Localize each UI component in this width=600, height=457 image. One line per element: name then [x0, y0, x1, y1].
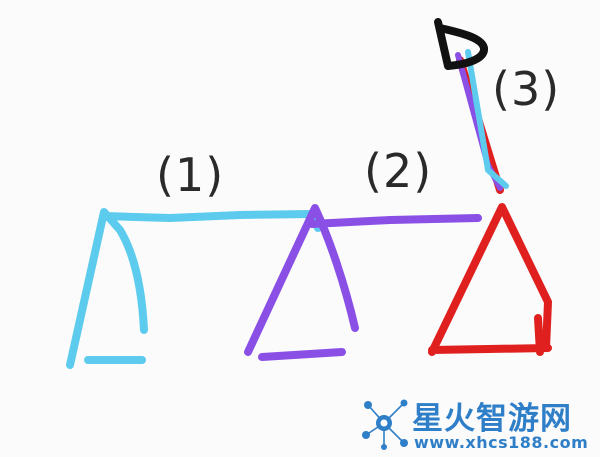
black-stroke	[434, 18, 488, 70]
watermark: 星火智游网 www.xhcs188.com	[360, 395, 596, 453]
label-one: (1)	[156, 148, 225, 202]
label-two: (2)	[364, 144, 433, 198]
label-three: (3)	[492, 62, 561, 116]
cyan-scribble	[465, 49, 509, 189]
network-logo-icon	[362, 399, 408, 450]
watermark-url: www.xhcs188.com	[414, 433, 589, 452]
purple-stroke	[244, 204, 482, 361]
red-stroke	[428, 56, 552, 356]
watermark-title: 星火智游网	[412, 401, 572, 437]
